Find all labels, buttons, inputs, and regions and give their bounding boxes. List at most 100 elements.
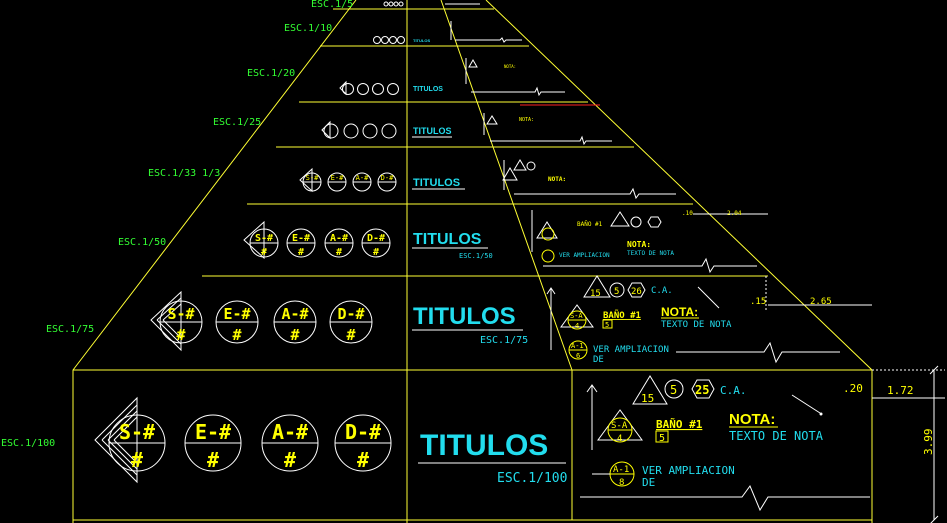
title-text-1-20: TITULOS (413, 86, 443, 93)
pyramid-frame (72, 0, 873, 523)
section-code-a-33: A-# (356, 174, 369, 182)
notes-block-1-75: 15 5 26 C.A. S-A 4 BAÑO #1 5 NOTA: TEXTO… (546, 275, 872, 365)
circle-5-text: 5 (670, 383, 677, 397)
title-text-1-50: TITULOS (413, 231, 482, 248)
detail-sa-code: S-A (611, 421, 628, 431)
dim-015: .15 (750, 297, 766, 307)
dim-172: 1.72 (887, 384, 914, 397)
title-scale-1-50: ESC.1/50 (459, 252, 493, 260)
ver-ampliacion-75-text: VER AMPLIACION (593, 345, 669, 355)
dim-265: 2.65 (810, 297, 832, 307)
detail-a1-number: 8 (619, 478, 624, 488)
detail-a1-75-number: 6 (576, 352, 580, 360)
nota-33-label: NOTA: (548, 176, 566, 183)
ca-label: C.A. (720, 384, 747, 397)
section-mark-s-50: # (261, 247, 267, 258)
section-code-s: S-# (119, 420, 155, 444)
section-symbols-1-75: S-# E-# A-# D-# # # # # (150, 290, 373, 352)
section-mark-a-50: # (336, 247, 342, 258)
break-line (580, 484, 870, 512)
circle-5-icon (664, 379, 684, 399)
scale-label-1-10: ESC.1/10 (284, 23, 332, 34)
section-mark-a-75: # (290, 326, 299, 344)
bano-75-label: BAÑO #1 (603, 310, 641, 321)
section-mark-s: # (131, 448, 143, 472)
section-mark-e: # (207, 448, 219, 472)
scale-labels: ESC.1/5 ESC.1/10 ESC.1/20 ESC.1/25 ESC.1… (1, 0, 353, 449)
section-symbols-1-100: S-# E-# A-# D-# # # # # (94, 396, 392, 484)
nota-label: NOTA: (729, 411, 775, 428)
nota-20-label: NOTA: (504, 64, 516, 69)
scale-label-1-100: ESC.1/100 (1, 438, 55, 449)
bano-75-number: 5 (605, 321, 609, 329)
title-text-1-25: TITULOS (413, 126, 452, 136)
section-mark-s-75: # (176, 326, 185, 344)
section-symbols-1-25: TITULOS NOTA: (321, 104, 612, 146)
section-symbols-1-10: TITULOS (373, 21, 522, 44)
section-mark-d-75: # (346, 326, 355, 344)
dim-399: 3.99 (922, 429, 935, 456)
title-text-1-75: TITULOS (413, 303, 516, 330)
dim-010: .10 (682, 210, 693, 217)
triangle-15-text: 15 (641, 392, 654, 405)
scale-label-1-25: ESC.1/25 (213, 117, 261, 128)
triangle-15-75-text: 15 (590, 289, 601, 299)
section-mark-e-50: # (298, 247, 304, 258)
dimensions-1-100: .20 1.72 3.99 (843, 365, 945, 523)
nota-25-label: NOTA: (519, 117, 534, 123)
triangle-15-icon (632, 375, 668, 405)
section-code-s-50: S-# (255, 233, 273, 244)
texto-nota-75: TEXTO DE NOTA (661, 320, 732, 330)
notes-block-1-100: 15 5 25 C.A. S-A 4 BAÑO #1 5 NOTA: TEXTO… (580, 375, 870, 512)
dim-020: .20 (843, 382, 863, 395)
section-code-e-50: E-# (292, 233, 310, 244)
hexagon-25-icon (691, 379, 715, 399)
section-mark-d: # (357, 448, 369, 472)
ca-75-label: C.A. (651, 286, 673, 296)
section-mark-a: # (284, 448, 296, 472)
scale-label-1-20: ESC.1/20 (247, 68, 295, 79)
section-mark-e-75: # (232, 326, 241, 344)
bano-label: BAÑO #1 (656, 418, 703, 431)
section-code-s-33: S-# (306, 174, 319, 182)
scale-label-1-5: ESC.1/5 (311, 0, 353, 10)
title-text-1-33: TITULOS (413, 177, 460, 189)
section-code-d-75: D-# (337, 305, 364, 323)
ver-ampliacion-50: VER AMPLIACION (559, 252, 610, 259)
section-code-d-50: D-# (367, 233, 385, 244)
section-code-a: A-# (272, 420, 308, 444)
hexagon-26-75-text: 26 (631, 287, 642, 297)
section-code-a-75: A-# (281, 305, 308, 323)
bano-50-label: BAÑO #1 (577, 221, 603, 228)
section-symbols-1-20: TITULOS NOTA: (339, 58, 565, 97)
detail-a1-code: A-1 (613, 465, 629, 475)
detail-sa-number: 4 (617, 434, 622, 444)
detail-sa-75-code: S-A (570, 312, 583, 320)
hexagon-25-text: 25 (695, 383, 709, 397)
section-symbols-1-33: S-# E-# A-# D-# TITULOS NOTA: (299, 159, 676, 200)
ver-ampliacion-text: VER AMPLIACION (642, 464, 735, 477)
scale-label-1-33: ESC.1/33 1/3 (148, 168, 220, 179)
section-code-s-75: S-# (167, 305, 194, 323)
section-symbols-1-50: S-# E-# A-# D-# # # # # TITULOS ESC.1/50… (243, 210, 768, 274)
section-code-e-33: E-# (331, 174, 344, 182)
detail-a1-75-code: A-1 (571, 342, 584, 350)
circle-5-75-text: 5 (614, 287, 619, 297)
title-block-1-75: TITULOS ESC.1/75 (412, 303, 528, 346)
title-scale-1-100: ESC.1/100 (497, 471, 567, 486)
scale-label-1-50: ESC.1/50 (118, 237, 166, 248)
section-mark-d-50: # (373, 247, 379, 258)
nota-50-label: NOTA: (627, 240, 651, 249)
nota-75-label: NOTA: (661, 305, 698, 319)
section-code-e-75: E-# (223, 305, 250, 323)
section-symbols-1-5 (383, 1, 480, 7)
title-text-1-10: TITULOS (413, 38, 430, 43)
scale-label-1-75: ESC.1/75 (46, 324, 94, 335)
section-code-a-50: A-# (330, 233, 348, 244)
texto-nota-50: TEXTO DE NOTA (627, 250, 674, 257)
texto-nota: TEXTO DE NOTA (729, 429, 824, 443)
title-text-1-100: TITULOS (420, 429, 548, 462)
detail-sa-75-number: 4 (575, 322, 579, 330)
section-code-d-33: D-# (381, 174, 394, 182)
